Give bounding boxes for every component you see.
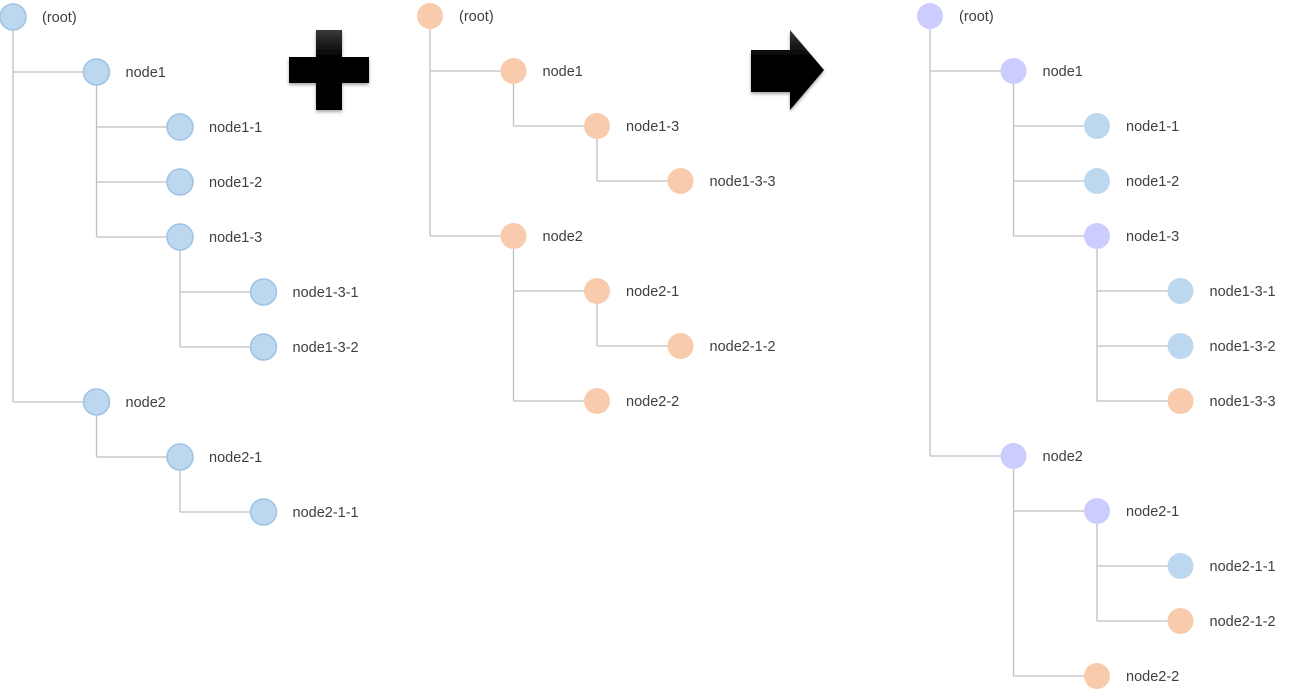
node-node1-3-2-label: node1-3-2 — [293, 340, 359, 356]
tree-merged: node1-1 node1-2 node1-3-1 node1-3-2 node1-3-… — [917, 3, 1276, 689]
node-node2-label: node2 — [126, 395, 166, 411]
nodes: node1-3-3 node1-3 node1 node2-1-2 node2-1 nod… — [417, 3, 776, 414]
nodes: node1-1 node1-2 node1-3-1 node1-3-2 node1-3-… — [917, 3, 1276, 689]
node-node1-3-2-circle — [249, 333, 278, 361]
node-node1-1-circle — [1084, 113, 1110, 139]
node-node2-1-1-circle — [1167, 553, 1194, 579]
node-root-label: (root) — [459, 9, 494, 25]
node-node1-label: node1 — [543, 64, 583, 80]
node-node1-3-3-label: node1-3-3 — [710, 174, 776, 190]
node-node1-3-circle — [166, 223, 194, 251]
node-node2-2-circle — [584, 388, 610, 414]
node-node1-1-label: node1-1 — [1126, 119, 1179, 135]
node-node1-label: node1 — [1043, 64, 1083, 80]
node-node1-2-label: node1-2 — [209, 175, 262, 191]
node-node1-label: node1 — [126, 65, 166, 81]
node-node1-3-label: node1-3 — [626, 119, 679, 135]
node-root-label: (root) — [959, 9, 994, 25]
node-root-circle — [917, 3, 943, 29]
node-node2-2-label: node2-2 — [1126, 669, 1179, 685]
node-node2-1-2-label: node2-1-2 — [1210, 614, 1276, 630]
node-node2-1-2-circle — [667, 333, 694, 359]
node-node2-1-circle — [166, 443, 194, 471]
node-node2-1-1-label: node2-1-1 — [1210, 559, 1276, 575]
node-node1-3-1-circle — [1167, 278, 1194, 304]
node-node2-1-label: node2-1 — [1126, 504, 1179, 520]
edges — [12, 30, 251, 513]
node-node2-label: node2 — [543, 229, 583, 245]
node-node2-1-1-label: node2-1-1 — [293, 505, 359, 521]
node-node1-3-1-label: node1-3-1 — [293, 285, 359, 301]
node-node2-2-label: node2-2 — [626, 394, 679, 410]
node-node2-circle — [82, 388, 111, 416]
node-node2-1-2-label: node2-1-2 — [710, 339, 776, 355]
node-node1-1-circle — [166, 113, 194, 141]
node-root-circle — [417, 3, 443, 29]
node-node2-1-1-circle — [249, 498, 278, 526]
node-node2-1-circle — [1084, 498, 1110, 524]
node-node1-3-3-label: node1-3-3 — [1210, 394, 1276, 410]
node-node1-3-label: node1-3 — [209, 230, 262, 246]
node-node2-circle — [1000, 443, 1027, 469]
node-node1-2-circle — [166, 168, 194, 196]
node-node1-3-label: node1-3 — [1126, 229, 1179, 245]
node-node1-circle — [82, 58, 111, 86]
node-node1-3-2-circle — [1167, 333, 1194, 359]
edges — [429, 29, 668, 402]
edges — [929, 29, 1168, 677]
arrow-right-icon — [751, 30, 824, 110]
node-node2-1-label: node2-1 — [626, 284, 679, 300]
node-node1-3-circle — [584, 113, 610, 139]
node-node1-2-label: node1-2 — [1126, 174, 1179, 190]
node-node2-1-2-circle — [1167, 608, 1194, 634]
node-node1-3-1-circle — [249, 278, 278, 306]
node-node2-circle — [500, 223, 527, 249]
nodes: node1-1 node1-2 node1-3-1 node1-3-2 node1-3 n… — [0, 3, 359, 526]
node-node1-2-circle — [1084, 168, 1110, 194]
tree-b: node1-3-3 node1-3 node1 node2-1-2 node2-1 nod… — [417, 3, 776, 414]
node-node1-circle — [1000, 58, 1027, 84]
plus-icon — [289, 30, 369, 110]
node-node2-2-circle — [1084, 663, 1110, 689]
node-node1-3-3-circle — [667, 168, 694, 194]
node-node2-1-label: node2-1 — [209, 450, 262, 466]
node-node2-label: node2 — [1043, 449, 1083, 465]
node-node1-circle — [500, 58, 527, 84]
node-node1-1-label: node1-1 — [209, 120, 262, 136]
node-node1-3-2-label: node1-3-2 — [1210, 339, 1276, 355]
node-node1-3-1-label: node1-3-1 — [1210, 284, 1276, 300]
tree-a: node1-1 node1-2 node1-3-1 node1-3-2 node1-3 n… — [0, 3, 359, 526]
node-node1-3-circle — [1084, 223, 1110, 249]
node-node2-1-circle — [584, 278, 610, 304]
node-root-label: (root) — [42, 10, 77, 26]
node-root-circle — [0, 3, 27, 31]
node-node1-3-3-circle — [1167, 388, 1194, 414]
